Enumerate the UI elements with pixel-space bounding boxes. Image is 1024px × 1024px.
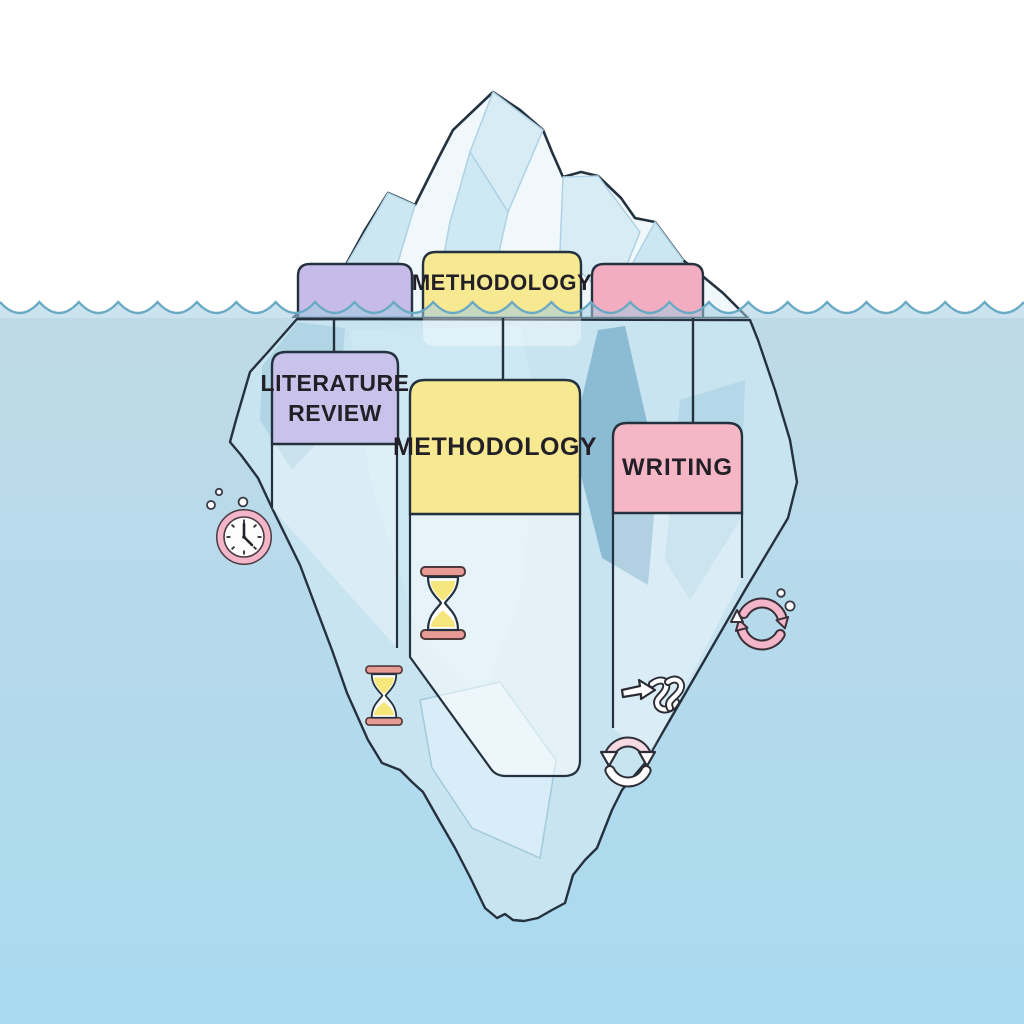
methodology-box bbox=[408, 378, 582, 516]
surface-methodology-label: METHODOLOGY bbox=[411, 270, 593, 295]
literature-review-line2: REVIEW bbox=[288, 400, 382, 426]
bubbles bbox=[206, 487, 249, 510]
tangled-arrow-icon bbox=[620, 675, 685, 714]
surface-boxes bbox=[296, 250, 705, 320]
refresh-cycle-icon-bottom bbox=[599, 736, 657, 788]
purple-surface-box bbox=[296, 262, 414, 320]
underwater-boxes bbox=[270, 350, 744, 516]
literature-review-label: LITERATURE REVIEW bbox=[261, 352, 409, 444]
water-surface bbox=[0, 300, 1024, 320]
refresh-cycle-icon-right bbox=[730, 597, 790, 651]
literature-review-line1: LITERATURE bbox=[260, 370, 410, 396]
clock-icon bbox=[216, 509, 272, 565]
yellow-surface-box bbox=[421, 250, 583, 320]
literature-review-box bbox=[270, 350, 400, 446]
waterline bbox=[0, 300, 1024, 315]
pink-surface-box bbox=[590, 262, 705, 320]
writing-label: WRITING bbox=[622, 454, 733, 481]
writing-box bbox=[611, 421, 744, 515]
methodology-label: METHODOLOGY bbox=[392, 432, 598, 461]
bubbles bbox=[776, 588, 796, 612]
connectors bbox=[332, 318, 695, 423]
